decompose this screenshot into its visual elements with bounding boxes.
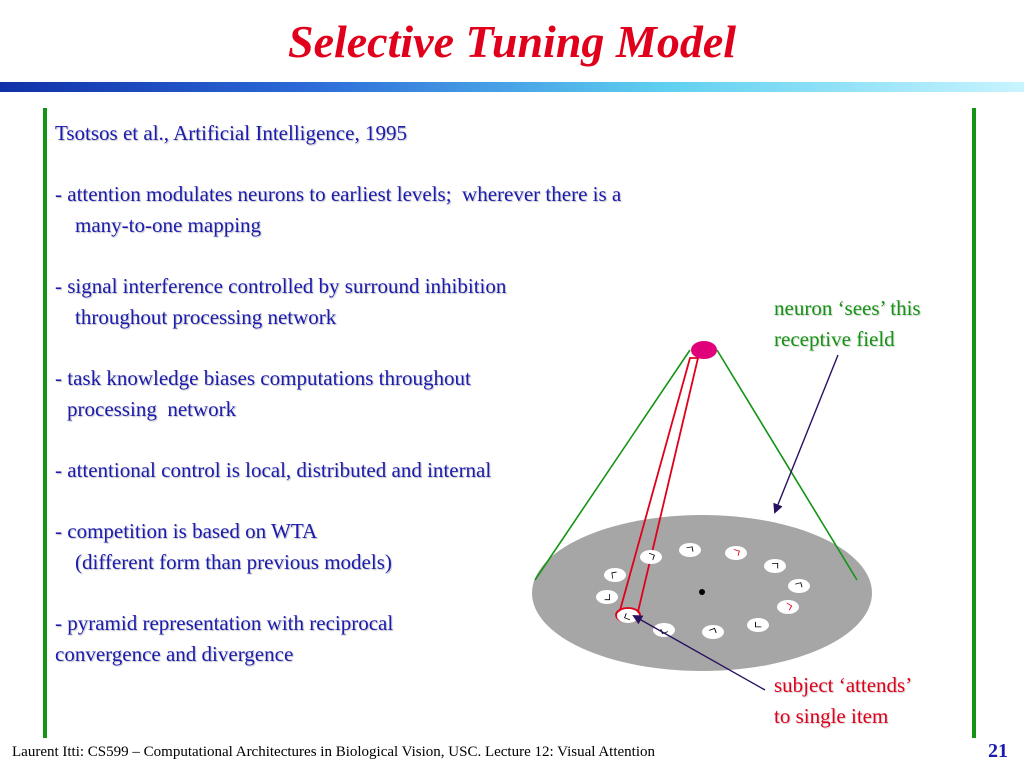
sees-annotation-line-2: receptive field bbox=[774, 327, 895, 351]
field-item: ㄱ bbox=[653, 622, 675, 638]
field-item-marker bbox=[788, 579, 810, 593]
field-item: ㄱ bbox=[604, 568, 626, 582]
field-item-glyph: ㄱ bbox=[657, 622, 671, 638]
attends-arrow bbox=[632, 615, 766, 691]
bullet-4-line-1: - attentional control is local, distribu… bbox=[55, 458, 492, 482]
field-item-glyph: ㄱ bbox=[770, 560, 780, 573]
field-item: ㄱ bbox=[679, 543, 701, 558]
field-item-glyph: ㄱ bbox=[608, 569, 623, 581]
field-item: ㄴ bbox=[747, 618, 769, 632]
bullet-6-line-1: - pyramid representation with reciprocal bbox=[55, 611, 394, 635]
bullet-3-line-2: processing network bbox=[67, 397, 237, 421]
field-item-marker bbox=[653, 623, 675, 637]
left-divider bbox=[43, 108, 47, 738]
attends-annotation-line-2: to single item bbox=[774, 704, 889, 728]
sees-arrow bbox=[773, 354, 839, 514]
bullet-list: Tsotsos et al., Artificial Intelligence,… bbox=[55, 118, 621, 670]
sees-annotation: neuron ‘sees’ this receptive field bbox=[774, 293, 921, 355]
bullet-2-line-2: throughout processing network bbox=[75, 305, 337, 329]
bullet-2-line-1: - signal interference controlled by surr… bbox=[55, 274, 507, 298]
bullet-6-line-2: convergence and divergence bbox=[55, 642, 294, 666]
field-item-glyph: ㄱ bbox=[706, 624, 720, 640]
bullet-1-line-2: many-to-one mapping bbox=[75, 213, 262, 237]
field-item-glyph: ㄱ bbox=[792, 578, 805, 593]
sees-annotation-line-1: neuron ‘sees’ this bbox=[774, 296, 921, 320]
bullet-5-line-2: (different form than previous models) bbox=[75, 550, 392, 574]
field-cone-right-edge bbox=[716, 349, 858, 581]
field-item-marker bbox=[747, 618, 769, 632]
field-item: ㄱ bbox=[764, 559, 786, 573]
bullet-1-line-1: - attention modulates neurons to earlies… bbox=[55, 182, 622, 206]
page-number: 21 bbox=[988, 740, 1008, 762]
field-item-glyph: ㄱ bbox=[621, 608, 635, 624]
attends-annotation-line-1: subject ‘attends’ bbox=[774, 673, 913, 697]
citation: Tsotsos et al., Artificial Intelligence,… bbox=[55, 121, 407, 145]
right-divider bbox=[972, 108, 976, 738]
field-item-glyph: ㄱ bbox=[601, 592, 614, 602]
field-item-marker bbox=[596, 590, 618, 604]
field-item: ㄱ bbox=[702, 624, 724, 640]
field-cone-left-edge bbox=[534, 349, 691, 581]
field-item-glyph: ㄴ bbox=[753, 619, 763, 632]
slide-title: Selective Tuning Model bbox=[287, 16, 737, 67]
field-item-marker bbox=[604, 568, 626, 582]
footer-citation: Laurent Itti: CS599 – Computational Arch… bbox=[12, 744, 655, 760]
field-item: ㄱ bbox=[777, 599, 799, 615]
field-item-marker bbox=[725, 546, 747, 560]
field-item-marker bbox=[702, 625, 724, 639]
field-item-glyph: ㄱ bbox=[644, 549, 658, 565]
field-item: ㄱ bbox=[640, 549, 662, 565]
bullet-3-line-1: - task knowledge biases computations thr… bbox=[55, 366, 471, 390]
field-item-glyph: ㄱ bbox=[729, 545, 742, 560]
title-gradient-bar bbox=[0, 82, 1024, 92]
fixation-dot bbox=[699, 589, 705, 595]
field-item-glyph: ㄱ bbox=[684, 543, 696, 558]
field-item-marker bbox=[679, 543, 701, 557]
field-item: ㄱ bbox=[596, 590, 618, 604]
attends-annotation: subject ‘attends’ to single item bbox=[774, 670, 912, 732]
field-item-marker bbox=[640, 550, 662, 564]
field-item: ㄱ bbox=[725, 545, 747, 561]
field-item-marker bbox=[777, 600, 799, 614]
bullet-5-line-1: - competition is based on WTA bbox=[55, 519, 318, 543]
field-item-marker bbox=[764, 559, 786, 573]
neuron-dot bbox=[691, 341, 717, 359]
field-item: ㄱ bbox=[788, 578, 810, 594]
